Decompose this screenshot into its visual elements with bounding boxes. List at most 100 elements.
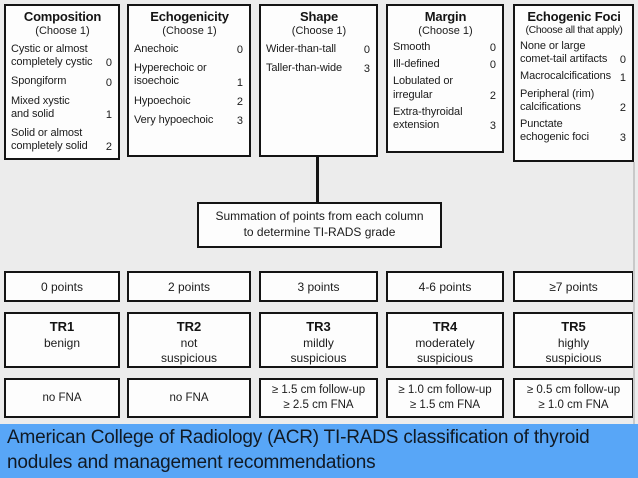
criteria-label: Spongiform — [11, 75, 67, 88]
criteria-label: Peripheral (rim) calcifications — [520, 87, 595, 113]
column-title: Margin — [424, 9, 467, 24]
points-box-tr4: 4-6 points — [386, 271, 504, 302]
grade-label: TR2 — [176, 319, 202, 334]
summation-text: Summation of points from each column to … — [215, 209, 424, 239]
risk-label: benign — [43, 336, 81, 350]
risk-label: mildly suspicious — [290, 336, 347, 365]
criteria-item: Mixed xystic and solid 1 — [11, 95, 114, 121]
criteria-item: Hyperechoic or isoechoic 1 — [134, 62, 245, 88]
criteria-label: Very hypoechoic — [134, 113, 214, 126]
fna-recommendation: ≥ 0.5 cm follow-up ≥ 1.0 cm FNA — [526, 384, 621, 411]
points-box-tr2: 2 points — [127, 271, 251, 302]
criteria-score: 1 — [236, 76, 243, 89]
shape-column: Shape (Choose 1) Wider-than-tall 0 Talle… — [259, 4, 378, 157]
criteria-label: Macrocalcifications — [520, 70, 612, 83]
slide-edge-line — [633, 162, 635, 424]
criteria-score: 2 — [619, 101, 626, 114]
risk-label: highly suspicious — [545, 336, 602, 365]
points-box-tr1: 0 points — [4, 271, 120, 302]
risk-label: not suspicious — [160, 336, 218, 365]
criteria-score: 1 — [619, 71, 626, 84]
column-title: Composition — [23, 9, 102, 24]
criteria-item: Lobulated or irregular 2 — [393, 75, 498, 101]
criteria-label: Mixed xystic and solid — [11, 94, 70, 120]
criteria-score: 3 — [489, 120, 496, 133]
criteria-score: 0 — [619, 54, 626, 67]
fna-box-tr2: no FNA — [127, 378, 251, 418]
criteria-item: Spongiform 0 — [11, 75, 114, 88]
criteria-score: 0 — [489, 42, 496, 55]
criteria-score: 2 — [236, 95, 243, 108]
column-title: Shape — [299, 9, 338, 24]
fna-recommendation: ≥ 1.0 cm follow-up ≥ 1.5 cm FNA — [398, 384, 492, 411]
margin-column: Margin (Choose 1) Smooth 0 Ill-defined 0… — [386, 4, 504, 153]
points-box-tr5: ≥7 points — [513, 271, 634, 302]
criteria-item: Solid or almost completely solid 2 — [11, 127, 114, 153]
criteria-label: Smooth — [393, 41, 431, 53]
criteria-item: Extra-thyroidal extension 3 — [393, 106, 498, 132]
criteria-item: Cystic or almost completely cystic 0 — [11, 43, 114, 69]
grade-label: TR4 — [432, 319, 458, 334]
criteria-score: 0 — [236, 44, 243, 57]
grade-box-tr4: TR4 moderately suspicious — [386, 312, 504, 368]
criteria-label: Ill-defined — [393, 58, 440, 71]
criteria-item: Very hypoechoic 3 — [134, 114, 245, 127]
caption-bar: American College of Radiology (ACR) TI-R… — [0, 424, 638, 478]
grade-label: TR3 — [306, 319, 331, 334]
grade-box-tr5: TR5 highly suspicious — [513, 312, 634, 368]
points-label: 0 points — [40, 279, 84, 294]
criteria-label: Extra-thyroidal extension — [393, 105, 463, 131]
criteria-item: Taller-than-wide 3 — [266, 62, 372, 75]
column-subtitle: (Choose 1) — [35, 25, 90, 37]
criteria-score: 3 — [619, 132, 626, 145]
criteria-label: Hyperechoic or isoechoic — [134, 62, 207, 88]
criteria-score: 3 — [236, 114, 243, 127]
criteria-item: Anechoic 0 — [134, 43, 245, 56]
points-label: 2 points — [167, 279, 211, 294]
criteria-label: Hypoechoic — [134, 94, 191, 107]
criteria-item: Macrocalcifications 1 — [520, 70, 628, 83]
criteria-label: Anechoic — [134, 43, 179, 55]
column-subtitle: (Choose 1) — [162, 25, 217, 37]
criteria-score: 0 — [363, 44, 370, 57]
criteria-score: 2 — [489, 89, 496, 102]
criteria-item: Hypoechoic 2 — [134, 95, 245, 108]
column-title: Echogenicity — [150, 9, 229, 24]
echogenicity-column: Echogenicity (Choose 1) Anechoic 0 Hyper… — [127, 4, 251, 157]
criteria-item: None or large comet-tail artifacts 0 — [520, 40, 628, 66]
criteria-score: 0 — [489, 59, 496, 72]
criteria-label: Wider-than-tall — [266, 43, 337, 55]
criteria-item: Peripheral (rim) calcifications 2 — [520, 88, 628, 114]
fna-box-tr5: ≥ 0.5 cm follow-up ≥ 1.0 cm FNA — [513, 378, 634, 418]
grade-box-tr3: TR3 mildly suspicious — [259, 312, 378, 368]
caption-text: American College of Radiology (ACR) TI-R… — [7, 427, 590, 473]
column-title: Echogenic Foci — [527, 9, 621, 24]
criteria-label: Taller-than-wide — [266, 62, 343, 75]
criteria-score: 0 — [105, 57, 112, 70]
risk-label: moderately suspicious — [415, 336, 475, 365]
criteria-item: Ill-defined 0 — [393, 58, 498, 71]
fna-recommendation: no FNA — [42, 391, 82, 404]
criteria-item: Smooth 0 — [393, 41, 498, 54]
fna-box-tr3: ≥ 1.5 cm follow-up ≥ 2.5 cm FNA — [259, 378, 378, 418]
points-label: 3 points — [297, 279, 340, 294]
grade-label: TR5 — [561, 319, 586, 334]
grade-box-tr2: TR2 not suspicious — [127, 312, 251, 368]
criteria-label: Cystic or almost completely cystic — [11, 43, 93, 69]
criteria-label: Lobulated or irregular — [393, 75, 453, 101]
fna-recommendation: no FNA — [169, 391, 209, 404]
criteria-label: Punctate echogenic foci — [520, 117, 589, 144]
criteria-label: Solid or almost completely solid — [11, 126, 88, 153]
connector-line — [316, 157, 319, 203]
column-subtitle: (Choose all that apply) — [525, 25, 623, 36]
criteria-item: Wider-than-tall 0 — [266, 43, 372, 56]
echogenic-foci-column: Echogenic Foci (Choose all that apply) N… — [513, 4, 634, 162]
points-label: 4-6 points — [418, 279, 472, 294]
criteria-score: 2 — [105, 141, 112, 154]
column-subtitle: (Choose 1) — [418, 25, 473, 37]
grade-box-tr1: TR1 benign — [4, 312, 120, 368]
criteria-score: 3 — [363, 63, 370, 76]
fna-box-tr4: ≥ 1.0 cm follow-up ≥ 1.5 cm FNA — [386, 378, 504, 418]
fna-recommendation: ≥ 1.5 cm follow-up ≥ 2.5 cm FNA — [271, 384, 366, 411]
